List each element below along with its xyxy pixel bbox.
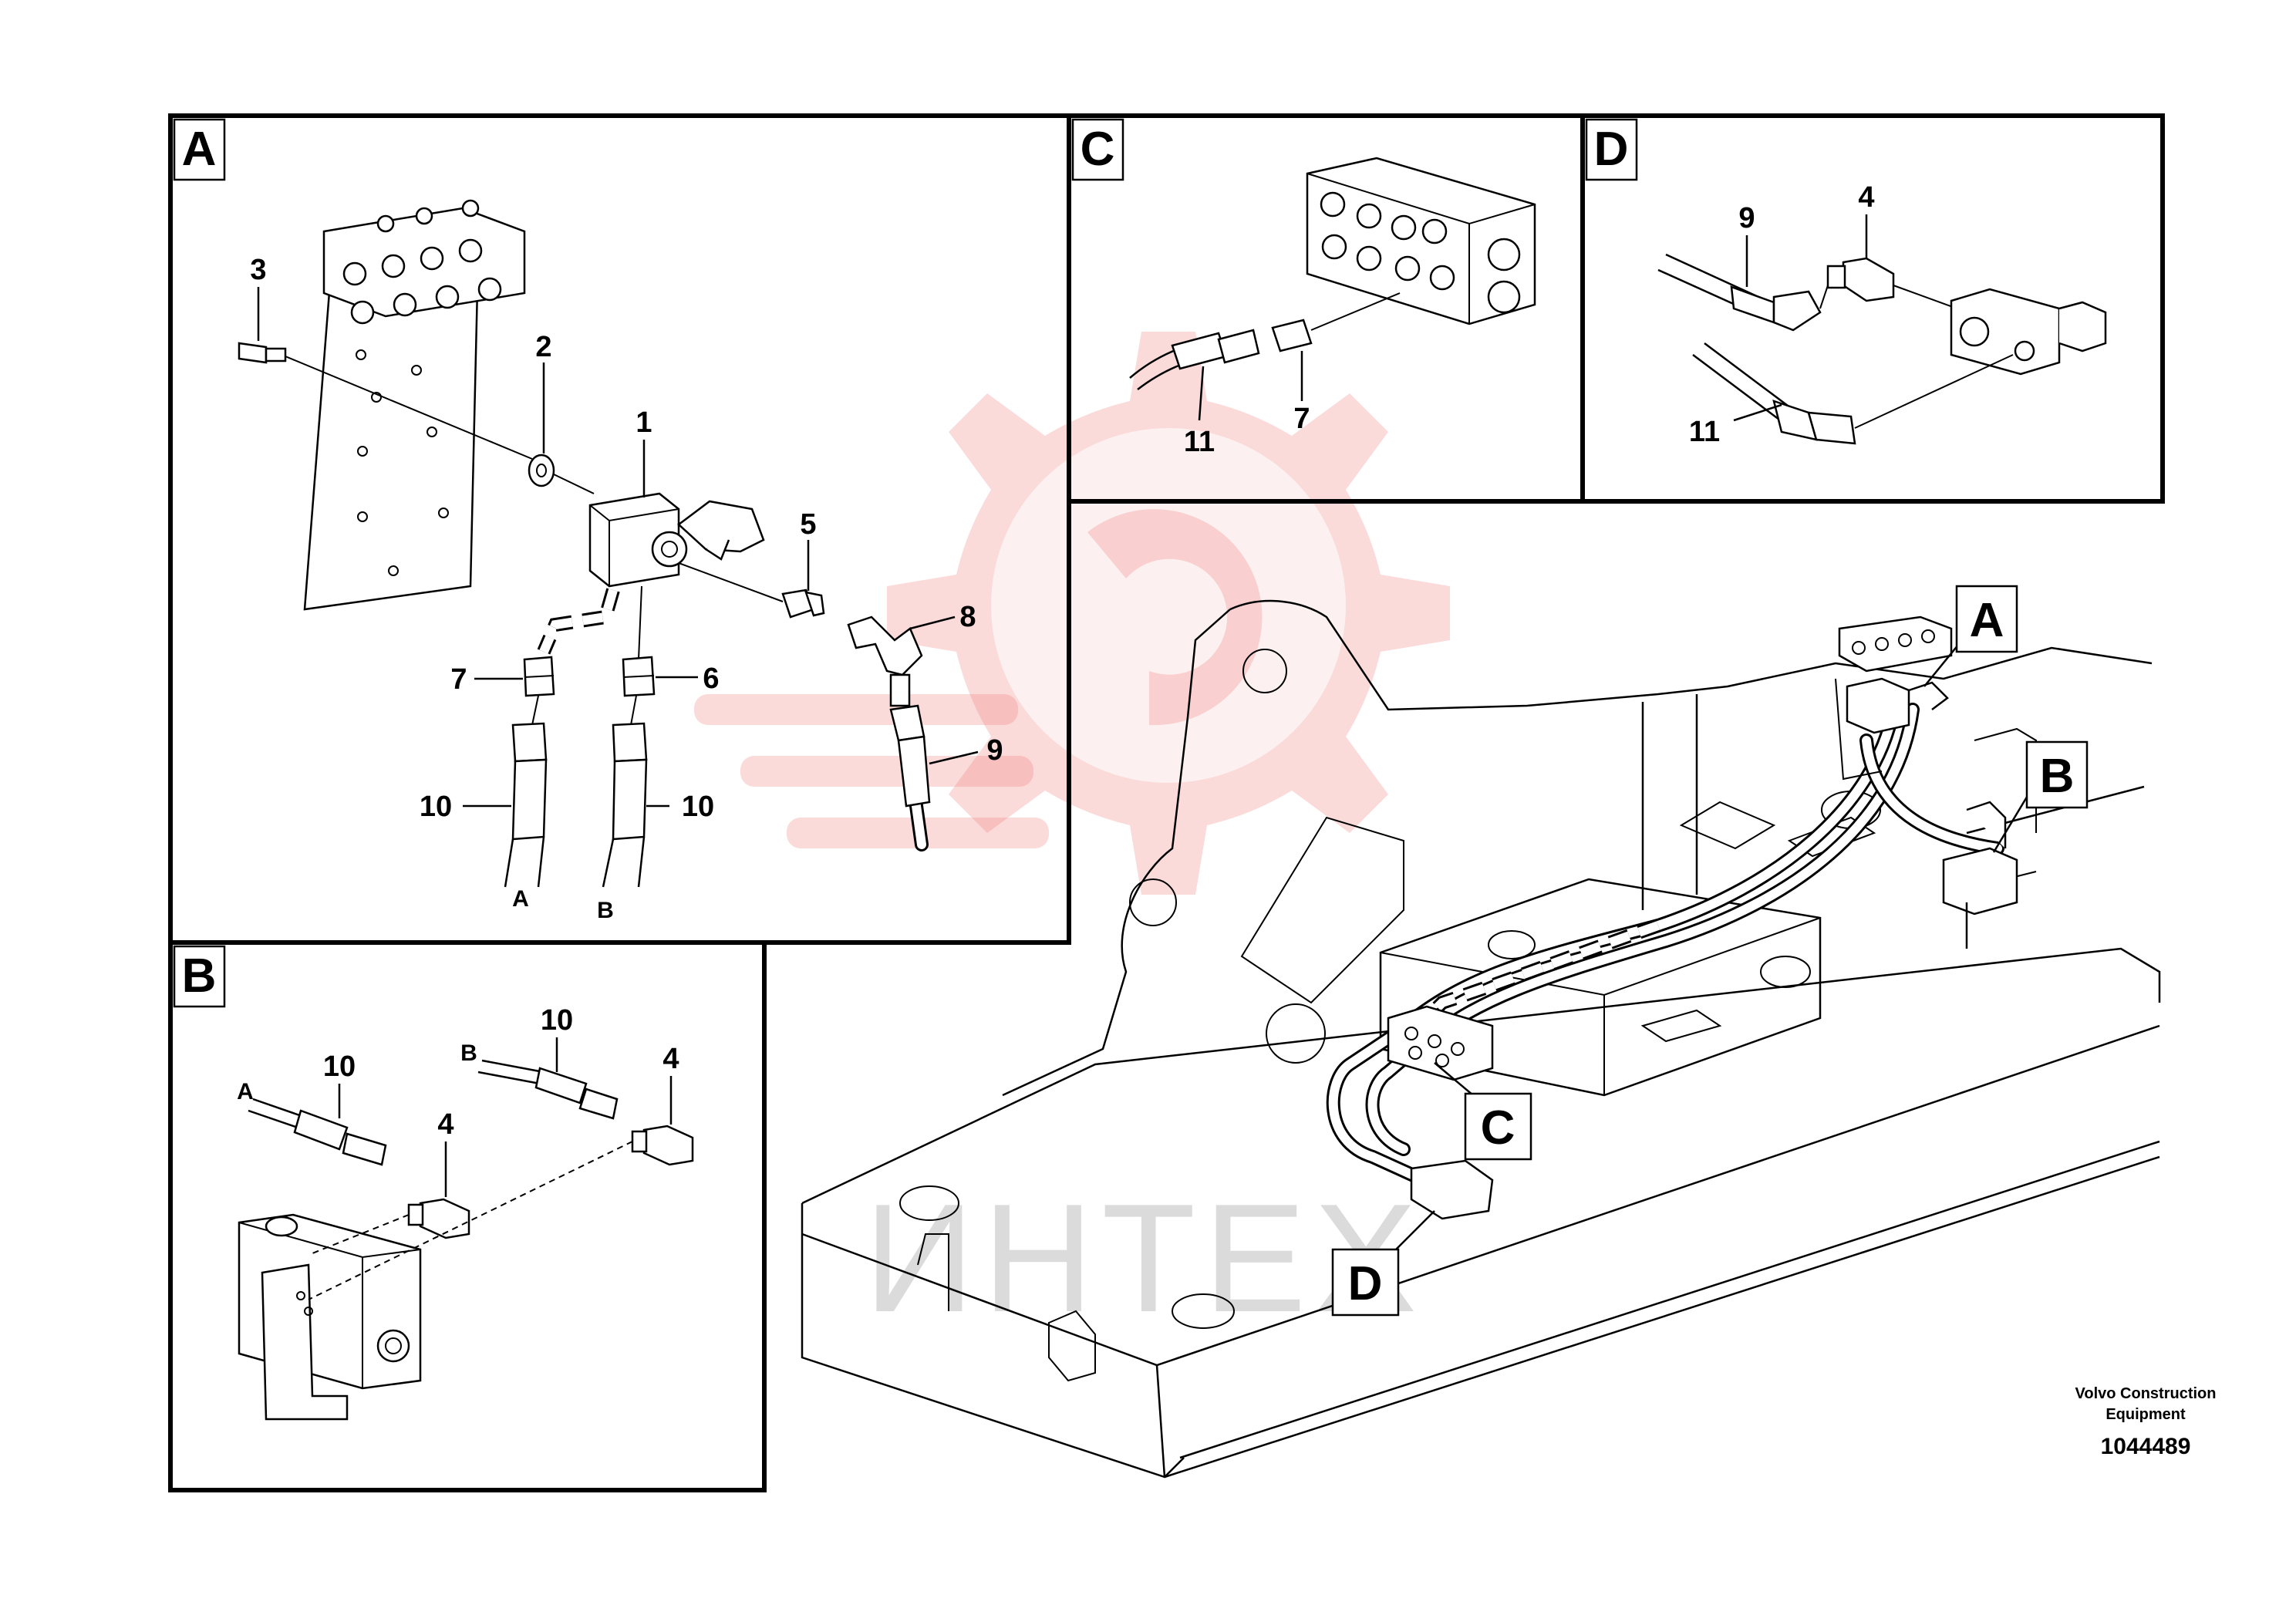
watermark-gear-logo	[694, 332, 1450, 895]
part-label-3: 3	[250, 254, 266, 286]
footer: Volvo Construction Equipment 1044489	[2075, 1385, 2217, 1459]
screw-part-3	[238, 342, 287, 364]
panel-b-label-10a: 10	[323, 1050, 356, 1083]
panel-d-tag: D	[1594, 123, 1629, 176]
elbow-part-4-a	[407, 1198, 470, 1239]
part-label-1: 1	[636, 406, 652, 439]
panel-b: B A 10 4 B 10	[168, 940, 767, 1492]
callout-b: B	[1992, 740, 2089, 853]
panel-c-tag: C	[1081, 123, 1115, 176]
adapter-part-6	[622, 656, 656, 697]
washer-part-2	[528, 454, 555, 487]
panel-d-label-11: 11	[1689, 416, 1720, 448]
adapter-part-7	[523, 656, 555, 697]
part-label-2: 2	[535, 331, 551, 363]
panel-b-port-a: A	[237, 1079, 254, 1104]
footer-company-line2: Equipment	[2106, 1406, 2186, 1423]
footer-company-line1: Volvo Construction	[2075, 1385, 2217, 1402]
control-valve-block	[322, 199, 526, 325]
port-label-b: B	[597, 898, 614, 923]
part-label-9: 9	[986, 734, 1003, 767]
callout-d: D	[1331, 1210, 1435, 1317]
elbow-part-8	[847, 615, 923, 707]
nipple-part-5	[781, 588, 825, 619]
main-distribution-block	[1387, 1005, 1494, 1081]
svg-text:D: D	[1348, 1257, 1383, 1310]
footer-drawing-number: 1044489	[2101, 1434, 2191, 1459]
panel-c-label-7: 7	[1293, 403, 1310, 435]
part-label-5: 5	[800, 508, 816, 541]
panel-b-tag: B	[182, 949, 217, 1003]
panel-c: C 7 11	[1067, 113, 1585, 504]
valve-assembly-d	[1950, 288, 2107, 376]
elbow-part-4-b	[631, 1125, 694, 1166]
main-control-valve	[1838, 615, 1953, 673]
panel-d-label-4: 4	[1858, 181, 1874, 214]
svg-text:A: A	[1970, 594, 2004, 647]
svg-text:C: C	[1481, 1101, 1515, 1155]
watermark-text: ИНТЕХ	[864, 1172, 1424, 1344]
callout-c: C	[1434, 1062, 1532, 1161]
panel-b-label-4a: 4	[437, 1108, 453, 1141]
panel-c-label-11: 11	[1184, 426, 1215, 458]
panel-a-tag: A	[182, 123, 217, 176]
part-label-10a: 10	[420, 791, 452, 823]
main-valve-b	[1942, 801, 2018, 916]
plate-holes	[356, 349, 449, 576]
part-label-10b: 10	[682, 791, 714, 823]
svg-text:B: B	[2040, 750, 2075, 803]
panel-d-label-9: 9	[1738, 202, 1755, 234]
adapter-part-7-c	[1271, 319, 1313, 352]
valve-bracket	[238, 1213, 422, 1421]
part-label-8: 8	[959, 601, 976, 633]
main-fitting-d	[1410, 1159, 1494, 1220]
main-frame-view: A B C D	[801, 585, 2161, 1479]
panel-b-label-10b: 10	[541, 1004, 573, 1037]
panel-a: A 3 2	[168, 113, 1071, 945]
panel-b-label-4b: 4	[663, 1043, 679, 1075]
main-solenoid-valve	[1846, 677, 1949, 734]
panel-b-port-b: B	[460, 1040, 477, 1066]
callout-a: A	[1923, 585, 2018, 687]
distribution-block	[1306, 157, 1536, 325]
part-label-6: 6	[703, 663, 719, 695]
elbow-part-4-d	[1826, 257, 1895, 302]
solenoid-valve-part-1	[588, 492, 765, 588]
panel-d: D 9 4 11	[1580, 113, 2165, 504]
port-label-a: A	[512, 886, 529, 912]
part-label-7: 7	[450, 663, 467, 696]
